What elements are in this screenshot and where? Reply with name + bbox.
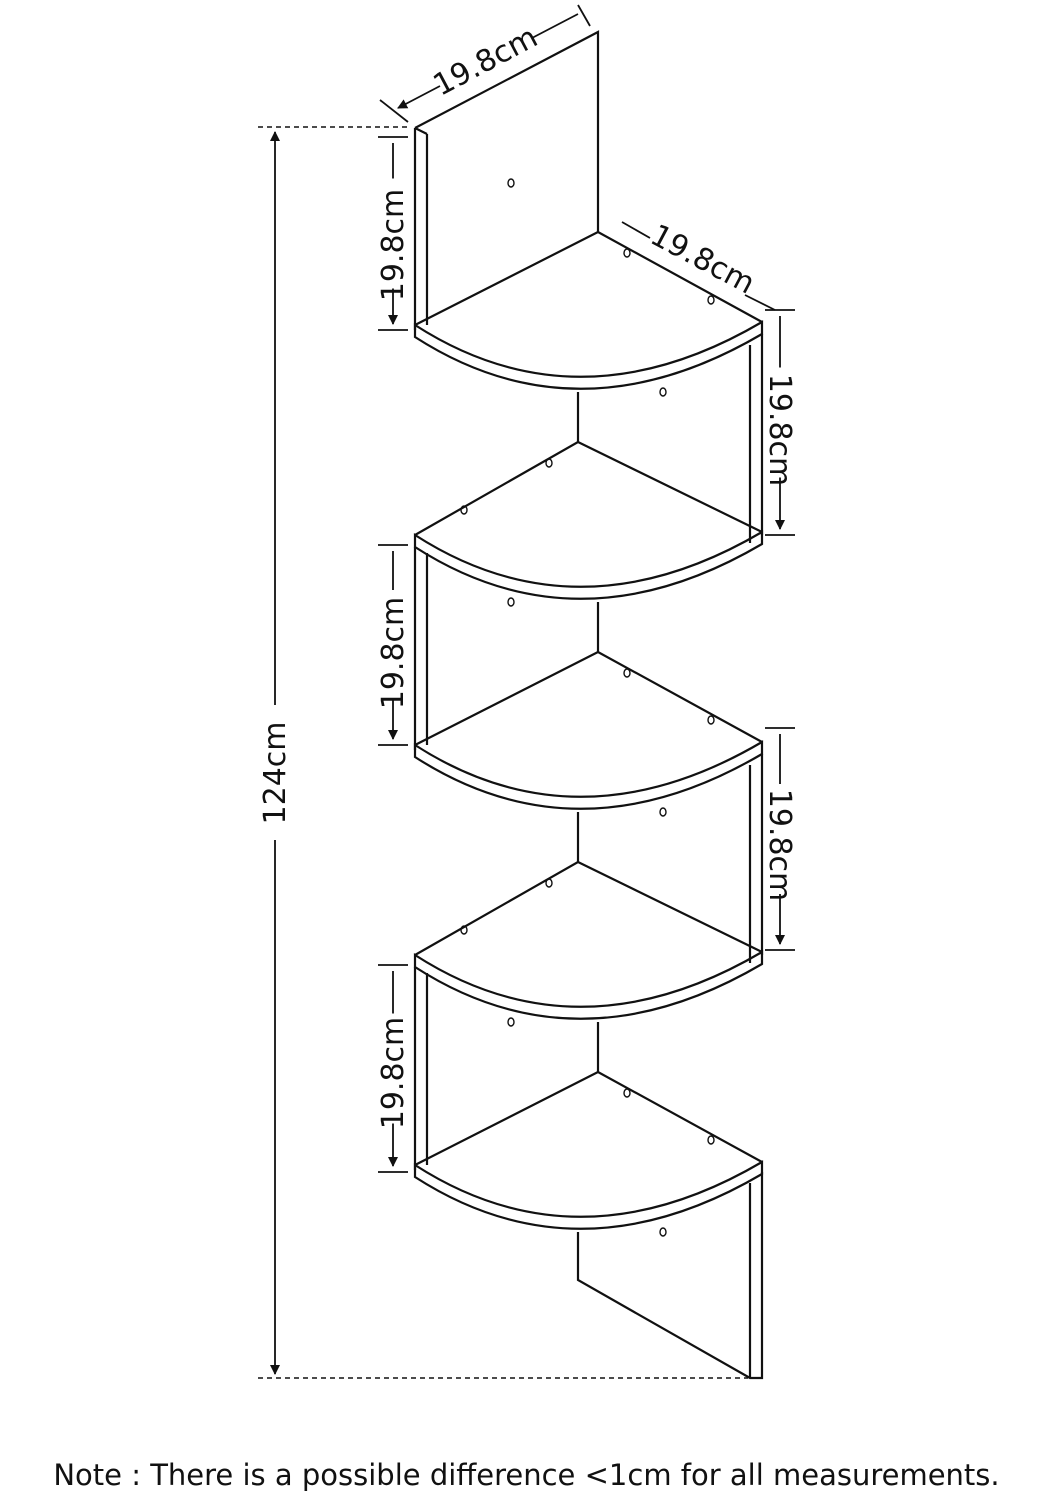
shelf-top-edge: [414, 230, 763, 326]
shelf-spacing-label-1: 19.8cm: [376, 189, 411, 302]
shelf-spacing-label-4: 19.8cm: [762, 789, 797, 902]
screw-hole: [659, 387, 667, 397]
screw-hole: [707, 715, 715, 725]
screw-hole: [707, 295, 715, 305]
dimension-lines: [258, 4, 795, 1379]
shelf-top-edge: [414, 440, 763, 536]
side-panel-left: [413, 967, 429, 1170]
measurement-note: Note : There is a possible difference <1…: [53, 1458, 1000, 1492]
side-panel-right: [748, 334, 764, 543]
shelf-front-edge: [413, 1160, 764, 1230]
width-ext: [379, 4, 591, 123]
screw-hole: [545, 458, 553, 468]
shelf-spacing-label-5: 19.8cm: [376, 1017, 411, 1130]
total-height-label: 124cm: [258, 722, 293, 825]
shelf-spacing-ticks: [378, 964, 408, 1173]
screw-hole: [659, 1227, 667, 1237]
side-panel-right: [748, 754, 764, 963]
screw-hole: [507, 178, 515, 188]
back-panel: [413, 30, 600, 330]
bottom-panel: [576, 1172, 764, 1380]
screw-hole: [507, 597, 515, 607]
shelf-front-edge: [413, 950, 764, 1020]
side-panel-left: [413, 547, 429, 750]
shelf-spacing-ticks: [378, 544, 408, 746]
shelf-spacing-ticks: [378, 136, 408, 331]
screw-hole: [659, 807, 667, 817]
screw-hole: [545, 878, 553, 888]
extension-lines: [258, 126, 748, 1379]
screw-hole: [623, 668, 631, 678]
screw-hole: [623, 1088, 631, 1098]
depth-arrow: [621, 221, 776, 311]
shelf-front-edge: [413, 530, 764, 600]
shelf-spacing-label-3: 19.8cm: [376, 597, 411, 710]
shelf-spacing-label-2: 19.8cm: [762, 374, 797, 487]
screw-hole: [460, 505, 468, 515]
shelf-spacing-ticks: [765, 309, 795, 536]
screw-hole: [623, 248, 631, 258]
corner-shelf-drawing: [413, 30, 764, 1380]
shelf-front-edge: [413, 740, 764, 810]
shelf-top-edge: [414, 860, 763, 956]
shelf-front-edge: [413, 320, 764, 390]
shelf-top-edge: [414, 1070, 763, 1166]
width-arrow: [398, 13, 579, 108]
screw-hole: [507, 1017, 515, 1027]
screw-hole: [707, 1135, 715, 1145]
shelf-spacing-ticks: [765, 727, 795, 951]
screw-hole: [460, 925, 468, 935]
shelf-top-edge: [414, 650, 763, 746]
